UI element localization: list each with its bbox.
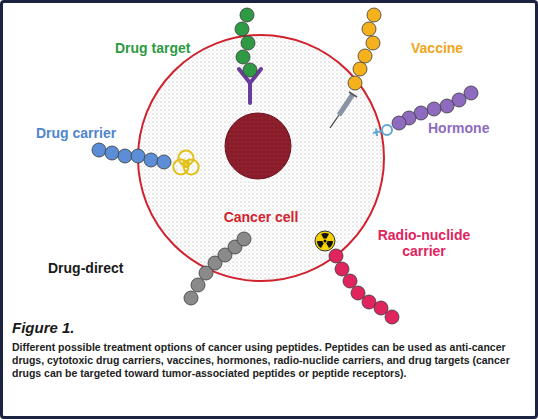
trefoil-blade bbox=[317, 241, 324, 248]
figure-caption: Different possible treatment options of … bbox=[12, 341, 527, 380]
syringe-flange bbox=[349, 92, 357, 97]
bead bbox=[358, 49, 372, 63]
symbol-cross bbox=[376, 129, 377, 137]
radionuclide-label: Radio-nuclide carrier bbox=[363, 227, 485, 259]
drug-direct-label: Drug-direct bbox=[48, 260, 123, 276]
cell-outline bbox=[136, 33, 386, 283]
bead bbox=[329, 249, 343, 263]
bead bbox=[208, 256, 222, 270]
bead bbox=[218, 248, 232, 262]
symbol-stem bbox=[373, 131, 382, 133]
bead bbox=[348, 76, 362, 90]
biohazard-symbol bbox=[173, 151, 198, 175]
bead bbox=[374, 301, 388, 315]
bead bbox=[427, 102, 441, 116]
bead bbox=[353, 62, 367, 76]
bead bbox=[464, 86, 478, 100]
cell-label: Cancer cell bbox=[136, 209, 386, 225]
bead bbox=[385, 310, 399, 324]
bead bbox=[240, 8, 254, 22]
symbol-disc bbox=[315, 231, 335, 251]
bead bbox=[440, 99, 454, 113]
bead bbox=[402, 111, 416, 125]
bead bbox=[118, 149, 132, 163]
drug-target-label: Drug target bbox=[115, 40, 190, 56]
bead bbox=[452, 93, 466, 107]
syringe-symbol bbox=[330, 92, 357, 128]
drug-carrier-label: Drug carrier bbox=[36, 125, 116, 141]
syringe-needle bbox=[330, 115, 339, 128]
trefoil-blade bbox=[321, 233, 329, 239]
bead bbox=[105, 146, 119, 160]
vaccine-label: Vaccine bbox=[411, 40, 463, 56]
bead bbox=[366, 36, 380, 50]
symbol-core bbox=[183, 161, 189, 167]
bead bbox=[362, 22, 376, 36]
bead bbox=[144, 153, 158, 167]
cell-membrane bbox=[138, 35, 384, 281]
syringe-barrel bbox=[339, 94, 353, 115]
bead bbox=[392, 116, 406, 130]
bead bbox=[235, 22, 249, 36]
bead bbox=[157, 155, 171, 169]
receptor-symbol bbox=[239, 69, 261, 103]
bead bbox=[199, 266, 213, 280]
nucleus-texture bbox=[225, 113, 291, 179]
symbol-ring bbox=[382, 125, 392, 135]
nucleus-body bbox=[225, 113, 291, 179]
peptide-chain bbox=[92, 143, 171, 169]
cell-circle: Cancer cell bbox=[136, 33, 386, 283]
peptide-chain bbox=[235, 8, 257, 77]
symbol-ring bbox=[173, 160, 188, 175]
bead bbox=[236, 50, 250, 64]
nucleus bbox=[225, 113, 291, 179]
bead bbox=[241, 36, 255, 50]
bead bbox=[243, 63, 257, 77]
radiation-symbol bbox=[315, 231, 335, 251]
bead bbox=[184, 291, 198, 305]
bead bbox=[237, 232, 251, 246]
bead bbox=[414, 106, 428, 120]
figure-title: Figure 1. bbox=[12, 319, 75, 336]
bead bbox=[351, 286, 365, 300]
bead bbox=[335, 262, 349, 276]
bead bbox=[131, 149, 145, 163]
bead bbox=[362, 295, 376, 309]
bead bbox=[228, 240, 242, 254]
bead bbox=[92, 143, 106, 157]
trefoil-blade bbox=[326, 241, 333, 248]
trefoil-center bbox=[324, 240, 327, 243]
bead bbox=[343, 274, 357, 288]
peptide-chain bbox=[184, 232, 251, 305]
bead bbox=[191, 278, 205, 292]
symbol-ring bbox=[184, 160, 199, 175]
bead bbox=[367, 8, 381, 22]
peptide-chain bbox=[348, 8, 381, 90]
hormone-label: Hormone bbox=[428, 120, 489, 136]
symbol-ring bbox=[179, 151, 194, 166]
peptide-chain bbox=[329, 249, 399, 324]
female-symbol bbox=[373, 125, 392, 136]
